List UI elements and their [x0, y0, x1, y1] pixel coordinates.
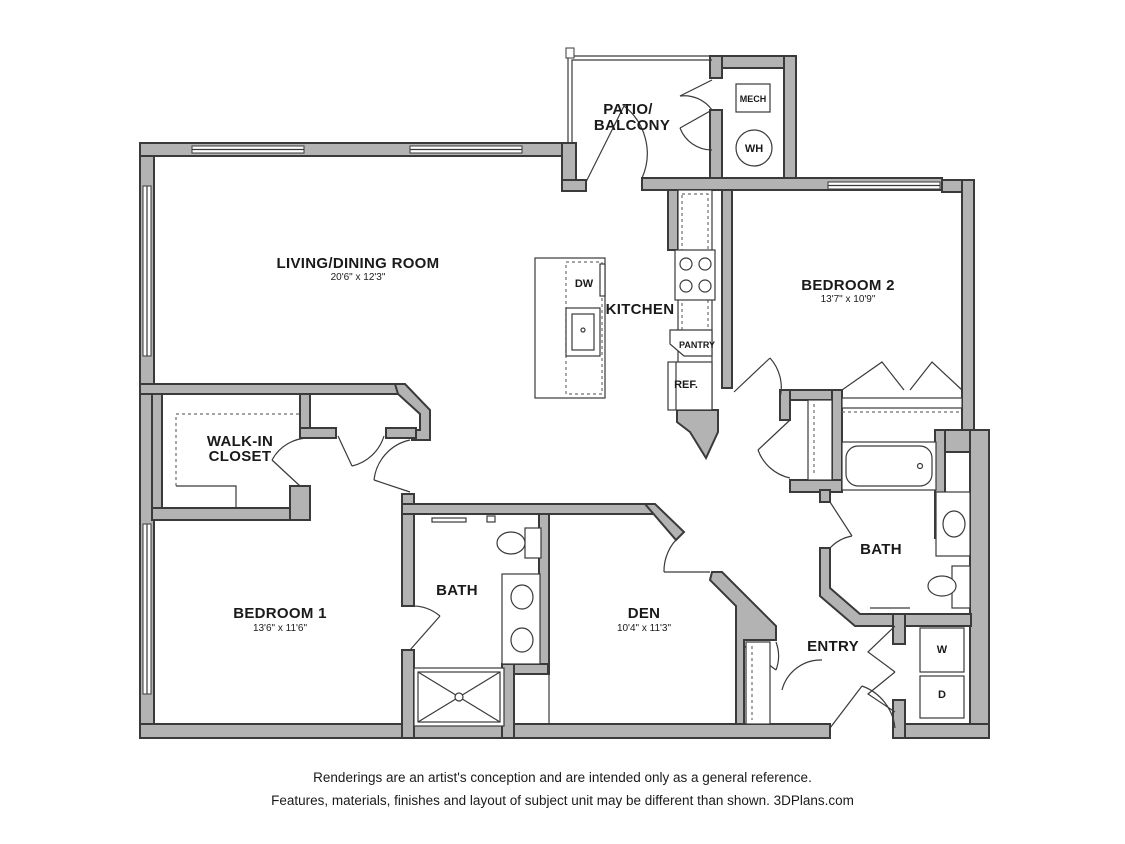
water-heater-label: WH	[745, 143, 763, 155]
dryer-label: D	[938, 689, 946, 701]
walkin-name-line2: CLOSET	[209, 448, 272, 465]
fixture-labels: MECH WH DW PANTRY REF. W D	[575, 94, 948, 701]
bath2-name: BATH	[860, 541, 902, 558]
bedroom1-name: BEDROOM 1	[233, 605, 327, 622]
bedroom1-dims: 13'6" x 11'6"	[253, 623, 308, 634]
living-dims: 20'6" x 12'3"	[331, 272, 386, 283]
room-labels: LIVING/DINING ROOM 20'6" x 12'3" PATIO/ …	[207, 101, 902, 655]
disclaimer-line-1: Renderings are an artist's conception an…	[313, 770, 812, 785]
patio-name-line2: BALCONY	[594, 117, 670, 134]
door-swings	[271, 79, 963, 729]
kitchen-name: KITCHEN	[606, 301, 675, 318]
windows	[142, 47, 941, 695]
walkin-name-line1: WALK-IN	[207, 433, 273, 450]
patio-name-line1: PATIO/	[603, 101, 653, 118]
disclaimer-line-2: Features, materials, finishes and layout…	[271, 793, 854, 808]
pantry-label: PANTRY	[679, 340, 715, 350]
entry-name: ENTRY	[807, 638, 859, 655]
bedroom2-dims: 13'7" x 10'9"	[821, 294, 876, 305]
fixtures	[175, 83, 971, 727]
bath1-name: BATH	[436, 582, 478, 599]
refrigerator-label: REF.	[674, 379, 698, 391]
living-name: LIVING/DINING ROOM	[277, 255, 440, 272]
den-name: DEN	[628, 605, 661, 622]
washer-label: W	[937, 644, 948, 656]
bedroom2-name: BEDROOM 2	[801, 277, 895, 294]
dishwasher-label: DW	[575, 278, 594, 290]
den-dims: 10'4" x 11'3"	[617, 623, 672, 634]
mech-label: MECH	[740, 94, 767, 104]
